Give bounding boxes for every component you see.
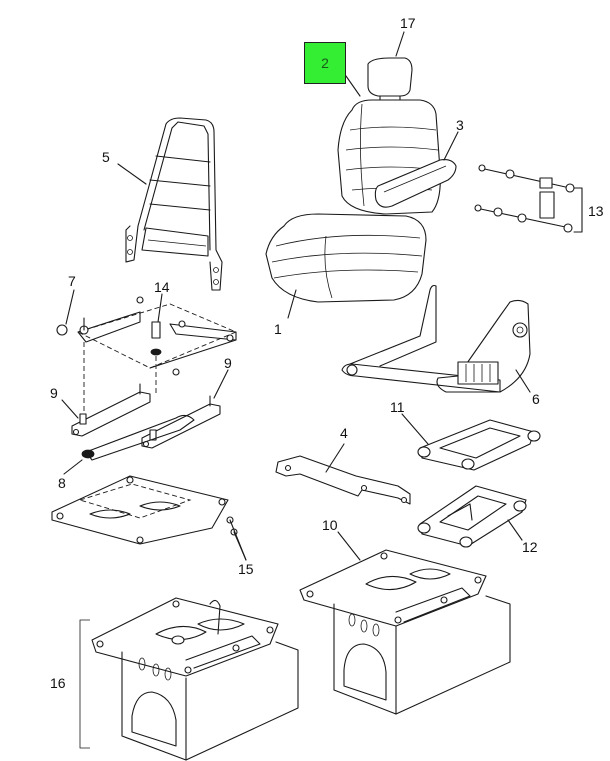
label-14: 14 — [154, 279, 170, 295]
mounting-bracket[interactable] — [275, 455, 411, 505]
part-labels: 17 3 5 13 7 14 1 9 9 6 11 4 8 10 12 15 1… — [50, 15, 604, 691]
armrest[interactable] — [374, 159, 457, 208]
label-9a: 9 — [50, 385, 58, 401]
seat-back-frame[interactable] — [125, 117, 223, 291]
label-4: 4 — [340, 425, 348, 441]
headrest[interactable] — [367, 57, 413, 107]
seat-rail-right[interactable] — [141, 395, 221, 449]
seat-base-plate[interactable] — [51, 475, 247, 561]
label-15: 15 — [238, 561, 254, 577]
suspension-base[interactable] — [299, 549, 511, 715]
highlighted-part-number: 2 — [321, 55, 329, 71]
label-6: 6 — [532, 391, 540, 407]
label-11: 11 — [390, 399, 405, 415]
label-16: 16 — [50, 675, 66, 691]
shock-absorber-set[interactable] — [474, 164, 583, 233]
link-frame-upper[interactable] — [417, 419, 541, 471]
highlighted-part-callout[interactable]: 2 — [304, 42, 346, 84]
label-10: 10 — [322, 517, 338, 533]
label-13: 13 — [588, 203, 604, 219]
label-12: 12 — [522, 539, 538, 555]
label-3: 3 — [456, 117, 464, 133]
label-7: 7 — [68, 273, 76, 289]
seat-track-plate[interactable] — [56, 296, 238, 416]
seat-pan-frame[interactable] — [341, 284, 531, 393]
label-8: 8 — [58, 475, 66, 491]
seat-rail-left[interactable] — [71, 383, 151, 437]
seat-adjuster-bar[interactable] — [81, 414, 195, 461]
seat-cushion[interactable] — [265, 213, 427, 303]
label-17: 17 — [400, 15, 416, 31]
label-5: 5 — [102, 149, 110, 165]
leader-lines — [61, 31, 531, 749]
link-frame-lower[interactable] — [417, 485, 527, 548]
complete-base-assembly[interactable] — [91, 597, 299, 761]
label-1: 1 — [274, 321, 282, 337]
label-9b: 9 — [224, 355, 232, 371]
